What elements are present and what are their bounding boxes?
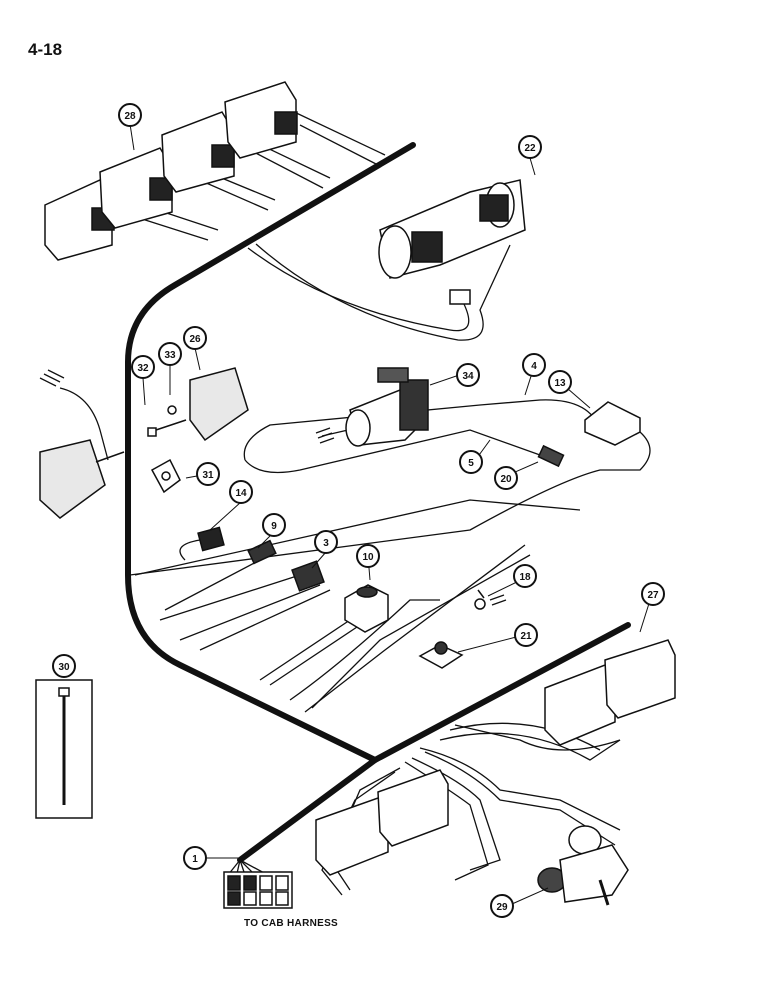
switch-14 (197, 526, 225, 552)
grommet-31 (150, 458, 181, 494)
svg-text:29: 29 (496, 902, 508, 913)
svg-text:22: 22 (524, 143, 536, 154)
work-lamp (99, 147, 173, 229)
svg-text:18: 18 (519, 572, 531, 583)
callout-28: 28 (118, 103, 142, 127)
callout-9: 9 (262, 513, 286, 537)
svg-text:27: 27 (647, 590, 659, 601)
rotary-switch-29 (537, 825, 629, 906)
to-cab-harness-label: TO CAB HARNESS (244, 918, 339, 929)
work-lamp-28-group (44, 81, 298, 261)
svg-text:4: 4 (531, 361, 537, 372)
washer-33 (167, 405, 177, 415)
svg-text:30: 30 (58, 662, 70, 673)
callout-13: 13 (548, 370, 572, 394)
bolt-left (95, 451, 125, 463)
callout-14: 14 (229, 480, 253, 504)
switch-10 (344, 584, 389, 633)
blower-motor-22 (378, 179, 526, 305)
svg-text:34: 34 (462, 371, 474, 382)
work-lamp (161, 111, 235, 193)
callout-32: 32 (131, 355, 155, 379)
ground-symbols (39, 369, 507, 606)
rear-lamp-27 (544, 639, 676, 746)
inset-30 (35, 679, 93, 819)
main-harness-trunk (125, 142, 631, 863)
svg-text:14: 14 (235, 488, 247, 499)
bolt-32 (147, 419, 187, 437)
callout-21: 21 (514, 623, 538, 647)
callout-20: 20 (494, 466, 518, 490)
svg-text:31: 31 (202, 470, 214, 481)
callout-34: 34 (456, 363, 480, 387)
callout-10: 10 (356, 544, 380, 568)
callout-29: 29 (490, 894, 514, 918)
work-lamp (44, 179, 115, 261)
ground-screw-18 (474, 589, 486, 610)
callout-31: 31 (196, 462, 220, 486)
svg-text:3: 3 (323, 538, 329, 549)
svg-text:28: 28 (124, 111, 136, 122)
callout-5: 5 (459, 450, 483, 474)
svg-text:21: 21 (520, 631, 532, 642)
callout-18: 18 (513, 564, 537, 588)
page-number: 4-18 (28, 40, 63, 59)
switch-9 (247, 539, 277, 565)
svg-text:33: 33 (164, 350, 176, 361)
svg-text:9: 9 (271, 521, 277, 532)
svg-text:10: 10 (362, 552, 374, 563)
callout-1: 1 (183, 846, 207, 870)
motor-34 (345, 367, 429, 447)
component-21 (418, 641, 464, 669)
callout-3: 3 (314, 530, 338, 554)
svg-text:1: 1 (192, 854, 198, 865)
svg-text:32: 32 (137, 363, 149, 374)
sensor-20 (537, 444, 565, 468)
svg-text:13: 13 (554, 378, 566, 389)
connector-1 (223, 871, 293, 909)
side-lamp-26 (39, 367, 249, 519)
callout-30: 30 (52, 654, 76, 678)
svg-text:20: 20 (500, 474, 512, 485)
svg-text:5: 5 (468, 458, 474, 469)
lower-lamps (315, 769, 449, 876)
svg-text:26: 26 (189, 334, 201, 345)
branch-wires (59, 109, 651, 896)
callout-27: 27 (641, 582, 665, 606)
callout-26: 26 (183, 326, 207, 350)
switch-3 (291, 560, 325, 592)
switch-13 (584, 401, 641, 446)
callout-22: 22 (518, 135, 542, 159)
callout-4: 4 (522, 353, 546, 377)
callout-33: 33 (158, 342, 182, 366)
work-lamp (224, 81, 298, 159)
